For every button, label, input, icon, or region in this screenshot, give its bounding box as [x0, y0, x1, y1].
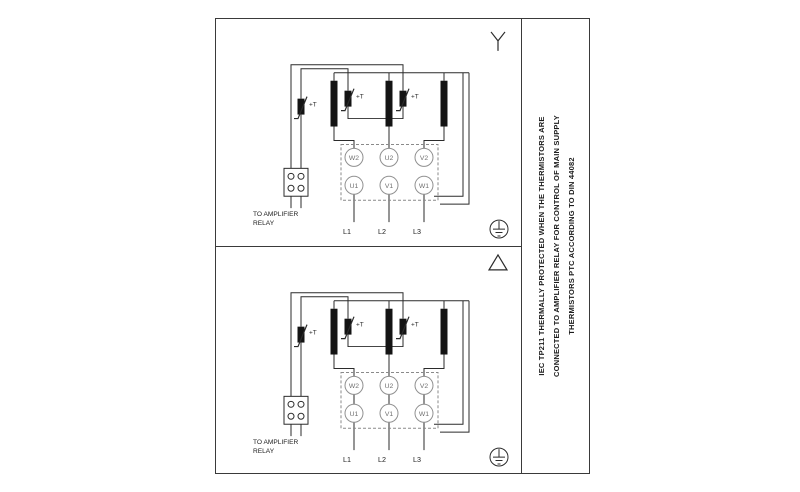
winding-bar [440, 80, 448, 127]
svg-text:W2: W2 [349, 155, 359, 162]
supply-label-l3: L3 [413, 228, 421, 236]
supply-label-l1: L1 [343, 228, 351, 236]
terminal-v1: V1 [379, 175, 399, 195]
svg-text:V1: V1 [385, 183, 394, 190]
relay-note-line1: TO AMPLIFIER [253, 439, 299, 446]
thermistor-label: +T [356, 94, 364, 101]
ground-icon [489, 219, 509, 239]
terminal-u2: U2 [379, 147, 399, 167]
supply-label-l2: L2 [378, 228, 386, 236]
thermistor-label: +T [356, 322, 364, 329]
terminal-v1: V1 [379, 403, 399, 423]
svg-text:W1: W1 [419, 411, 429, 418]
thermistor-icon: +T [396, 316, 419, 340]
relay-note-line1: TO AMPLIFIER [253, 211, 299, 218]
winding-bar [385, 80, 393, 127]
diagram-frame: +T +T +T [215, 18, 590, 474]
svg-text:W1: W1 [419, 183, 429, 190]
star-connection-icon [490, 31, 506, 51]
supply-leads [353, 422, 425, 451]
wire-run [333, 126, 445, 149]
side-note-line: CONNECTED TO AMPLIFIER RELAY FOR CONTROL… [551, 115, 560, 377]
amplifier-relay-terminal [283, 395, 309, 425]
terminal-v2: V2 [414, 375, 434, 395]
side-note-line: IEC TP211 THERMALLY PROTECTED WHEN THE T… [536, 116, 545, 376]
supply-label-l1: L1 [343, 456, 351, 464]
side-note: IEC TP211 THERMALLY PROTECTED WHEN THE T… [522, 19, 589, 473]
relay-stubs [290, 196, 302, 209]
svg-text:V1: V1 [385, 411, 394, 418]
thermistor-label: +T [309, 330, 317, 337]
relay-note-line2: RELAY [253, 448, 275, 455]
terminal-u2: U2 [379, 375, 399, 395]
terminal-board-outline [340, 143, 439, 201]
thermistor-icon: +T [294, 324, 317, 348]
delta-link-wires [353, 394, 425, 405]
delta-connection-icon [487, 253, 509, 271]
terminal-u1: U1 [344, 175, 364, 195]
svg-text:V2: V2 [420, 383, 429, 390]
svg-text:U2: U2 [385, 155, 394, 162]
winding-bar [385, 308, 393, 355]
relay-note-line2: RELAY [253, 220, 275, 227]
supply-label-l2: L2 [378, 456, 386, 464]
winding-bar [330, 80, 338, 127]
terminal-w2: W2 [344, 375, 364, 395]
terminal-board-outline [340, 371, 439, 429]
svg-text:U2: U2 [385, 383, 394, 390]
terminal-w2: W2 [344, 147, 364, 167]
svg-text:W2: W2 [349, 383, 359, 390]
thermistor-label: +T [411, 322, 419, 329]
ground-icon [489, 447, 509, 467]
terminal-v2: V2 [414, 147, 434, 167]
wire-run [333, 300, 470, 433]
thermistor-label: +T [309, 102, 317, 109]
amplifier-relay-terminal [283, 167, 309, 197]
winding-bar [440, 308, 448, 355]
side-note-line: THERMISTORS PTC ACCORDING TO DIN 44082 [566, 157, 575, 335]
delta-wiring-diagram: +T +T +T [253, 253, 509, 467]
supply-label-l3: L3 [413, 456, 421, 464]
side-note-column: IEC TP211 THERMALLY PROTECTED WHEN THE T… [521, 19, 589, 473]
thermistor-icon: +T [396, 88, 419, 112]
winding-bar [330, 308, 338, 355]
wire-run [333, 354, 445, 377]
svg-text:U1: U1 [350, 411, 359, 418]
relay-stubs [290, 424, 302, 437]
thermistor-icon: +T [341, 316, 364, 340]
terminal-u1: U1 [344, 403, 364, 423]
thermistor-icon: +T [341, 88, 364, 112]
thermistor-label: +T [411, 94, 419, 101]
terminal-w1: W1 [414, 175, 434, 195]
wire-run [290, 292, 404, 397]
star-wiring-diagram: +T +T +T [253, 31, 509, 239]
delta-connection-panel: +T +T +T [216, 247, 521, 474]
wire-run [290, 64, 404, 169]
star-connection-panel: +T +T +T [216, 19, 521, 247]
wire-run [333, 72, 470, 205]
terminal-w1: W1 [414, 403, 434, 423]
svg-text:V2: V2 [420, 155, 429, 162]
diagram-column: +T +T +T [216, 19, 521, 473]
thermistor-icon: +T [294, 96, 317, 120]
svg-text:U1: U1 [350, 183, 359, 190]
supply-leads [353, 194, 425, 223]
